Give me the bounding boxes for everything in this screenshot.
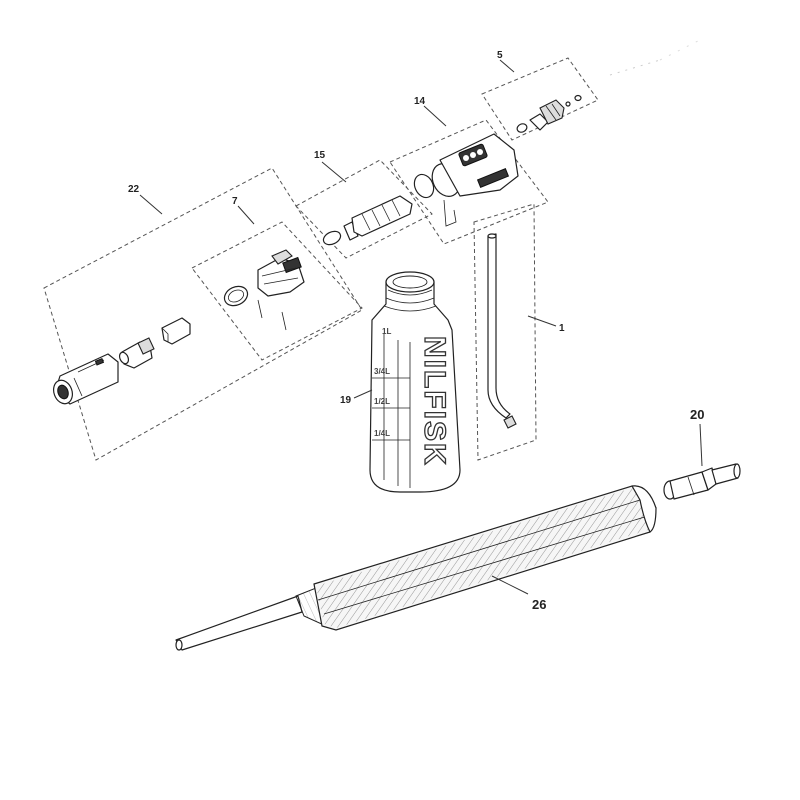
nozzle-insert xyxy=(118,337,155,369)
callout-19: 19 xyxy=(340,395,352,406)
callout-15: 15 xyxy=(314,150,326,161)
group-7-box xyxy=(191,205,363,361)
lance-part-26 xyxy=(175,485,657,651)
bottle-graduation-3-4: 3/4L xyxy=(374,367,390,376)
callout-26: 26 xyxy=(532,597,546,612)
connector-part-5 xyxy=(516,94,582,133)
faint-marks xyxy=(609,39,701,76)
callout-5: 5 xyxy=(497,50,503,61)
group-1-box xyxy=(473,203,557,461)
suction-tube-part-1 xyxy=(487,233,517,429)
callout-1: 1 xyxy=(559,323,565,334)
adapter-part-20 xyxy=(663,423,741,500)
group-15-box xyxy=(295,159,433,259)
bottle-graduation-1-2: 1/2L xyxy=(374,397,390,406)
callout-20: 20 xyxy=(690,407,704,422)
filter-part-15 xyxy=(322,195,413,246)
callout-22: 22 xyxy=(128,184,140,195)
bottle-graduation-1-4: 1/4L xyxy=(374,429,390,438)
bottle-logo: NILFISK xyxy=(418,336,451,467)
bottle-graduation-1: 1L xyxy=(382,327,391,336)
group-14-box xyxy=(389,105,549,245)
callout-7: 7 xyxy=(232,196,238,207)
bottle-part-19: 3/4L 1/2L 1/4L 1L NILFISK xyxy=(353,271,461,493)
callout-14: 14 xyxy=(414,96,426,107)
small-cap xyxy=(161,317,191,345)
nozzle-head xyxy=(52,353,119,405)
valve-body-part-7 xyxy=(223,249,305,331)
group-5-box xyxy=(481,57,599,141)
detergent-head-part-14 xyxy=(413,133,519,227)
group-22-box xyxy=(43,167,363,461)
